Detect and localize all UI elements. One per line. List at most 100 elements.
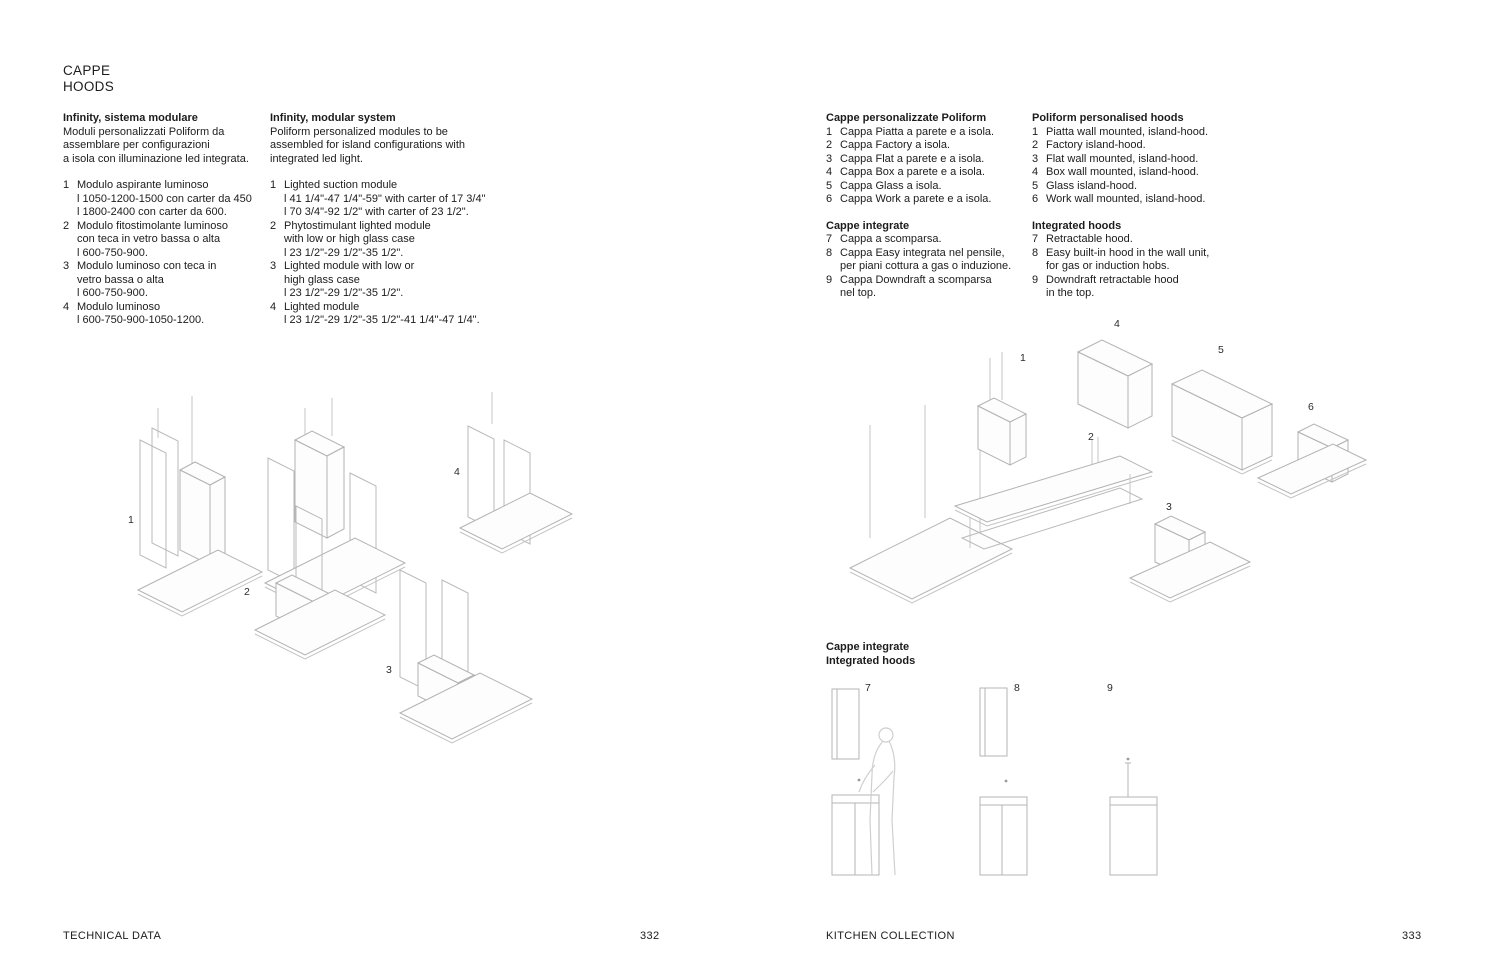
column-hoods-english: Poliform personalised hoods 1 Piatta wal… xyxy=(1032,112,1237,301)
figure-label-hood-3: 3 xyxy=(1166,501,1172,513)
item-text: Lighted module l 23 1/2"-29 1/2"-35 1/2"… xyxy=(284,300,480,327)
list-item: 1 Modulo aspirante luminoso l 1050-1200-… xyxy=(63,179,263,220)
list-item: 2 Cappa Factory a isola. xyxy=(826,139,1031,153)
list-item: 8 Easy built-in hood in the wall unit, f… xyxy=(1032,247,1237,274)
numbered-list: 1 Modulo aspirante luminoso l 1050-1200-… xyxy=(63,179,263,328)
list-item: 5 Glass island-hood. xyxy=(1032,180,1237,194)
item-number: 7 xyxy=(826,233,833,245)
item-text: Retractable hood. xyxy=(1046,233,1133,245)
item-number: 4 xyxy=(826,166,833,178)
item-text: Cappa Box a parete e a isola. xyxy=(840,166,985,178)
item-number: 6 xyxy=(1032,193,1039,205)
item-number: 8 xyxy=(826,246,833,259)
numbered-list: 7 Cappa a scomparsa. 8 Cappa Easy integr… xyxy=(826,233,1031,301)
list-item: 8 Cappa Easy integrata nel pensile, per … xyxy=(826,247,1031,274)
column-infinity-italian: Infinity, sistema modulare Moduli person… xyxy=(63,112,263,328)
item-number: 9 xyxy=(1032,273,1039,286)
list-item: 7 Retractable hood. xyxy=(1032,233,1237,247)
item-text: Glass island-hood. xyxy=(1046,179,1138,192)
item-text: Phytostimulant lighted module with low o… xyxy=(284,219,431,259)
footer-section-left: TECHNICAL DATA xyxy=(63,930,162,942)
item-number: 7 xyxy=(1032,233,1039,245)
page-title: CAPPE HOODS xyxy=(63,63,115,94)
list-item: 3 Flat wall mounted, island-hood. xyxy=(1032,153,1237,167)
list-item: 6 Work wall mounted, island-hood. xyxy=(1032,193,1237,207)
item-text: Cappa Piatta a parete e a isola. xyxy=(840,125,995,138)
item-text: Modulo luminoso con teca in vetro bassa … xyxy=(77,260,217,299)
figure-label-module-4: 4 xyxy=(454,466,460,478)
column-infinity-english: Infinity, modular system Poliform person… xyxy=(270,112,495,328)
item-number: 4 xyxy=(63,300,70,313)
integrated-figures-heading: Cappe integrate Integrated hoods xyxy=(826,641,916,667)
item-number: 1 xyxy=(1032,125,1039,138)
figure-label-hood-1: 1 xyxy=(1020,352,1026,364)
item-text: Modulo luminoso l 600-750-900-1050-1200. xyxy=(77,300,205,327)
item-number: 5 xyxy=(1032,179,1039,192)
item-text: Modulo aspirante luminoso l 1050-1200-15… xyxy=(77,179,252,218)
figure-label-hood-2: 2 xyxy=(1088,431,1094,443)
item-text: Cappa a scomparsa. xyxy=(840,233,942,245)
list-item: 1 Lighted suction module l 41 1/4"-47 1/… xyxy=(270,179,495,220)
item-number: 8 xyxy=(1032,246,1039,259)
column-heading: Infinity, modular system xyxy=(270,112,396,124)
page-number-left: 332 xyxy=(640,930,660,942)
item-number: 3 xyxy=(1032,152,1039,165)
numbered-list: 1 Cappa Piatta a parete e a isola. 2 Cap… xyxy=(826,126,1031,207)
item-text: Box wall mounted, island-hood. xyxy=(1046,166,1199,178)
list-item: 2 Modulo fitostimolante luminoso con tec… xyxy=(63,220,263,261)
item-text: Lighted suction module l 41 1/4"-47 1/4"… xyxy=(284,179,486,218)
list-item: 9 Downdraft retractable hood in the top. xyxy=(1032,274,1237,301)
item-number: 2 xyxy=(270,219,277,232)
list-item: 1 Piatta wall mounted, island-hood. xyxy=(1032,126,1237,140)
figure-label-module-3: 3 xyxy=(386,664,392,676)
column-intro: Poliform personalized modules to be asse… xyxy=(270,125,466,165)
figure-label-hood-9: 9 xyxy=(1107,682,1113,694)
list-item: 5 Cappa Glass a isola. xyxy=(826,180,1031,194)
page-number-right: 333 xyxy=(1402,930,1422,942)
figure-label-hood-7: 7 xyxy=(865,682,871,694)
footer-section-right: KITCHEN COLLECTION xyxy=(826,930,955,942)
item-text: Cappa Flat a parete e a isola. xyxy=(840,152,985,165)
personalised-hoods-drawing xyxy=(848,339,1368,604)
figure-label-hood-6: 6 xyxy=(1308,401,1314,413)
figure-label-hood-4: 4 xyxy=(1114,318,1120,330)
list-item: 4 Modulo luminoso l 600-750-900-1050-120… xyxy=(63,301,263,328)
item-number: 6 xyxy=(826,193,833,205)
column-hoods-italian: Cappe personalizzate Poliform 1 Cappa Pi… xyxy=(826,112,1031,301)
item-text: Cappa Downdraft a scomparsa nel top. xyxy=(840,273,992,300)
item-number: 4 xyxy=(270,300,277,313)
infinity-modules-drawing xyxy=(136,392,574,744)
column-intro: Moduli personalizzati Poliform da assemb… xyxy=(63,125,249,165)
list-item: 6 Cappa Work a parete e a isola. xyxy=(826,193,1031,207)
item-text: Factory island-hood. xyxy=(1046,139,1146,151)
item-number: 5 xyxy=(826,179,833,192)
figure-label-hood-8: 8 xyxy=(1014,682,1020,694)
column-subheading: Integrated hoods xyxy=(1032,219,1122,232)
list-item: 3 Modulo luminoso con teca in vetro bass… xyxy=(63,260,263,301)
figure-label-module-1: 1 xyxy=(128,514,134,526)
item-number: 1 xyxy=(270,179,277,191)
item-number: 9 xyxy=(826,273,833,286)
item-text: Cappa Glass a isola. xyxy=(840,179,942,192)
list-item: 2 Phytostimulant lighted module with low… xyxy=(270,220,495,261)
item-number: 1 xyxy=(63,179,70,191)
item-text: Cappa Easy integrata nel pensile, per pi… xyxy=(840,246,1012,273)
list-item: 3 Lighted module with low or high glass … xyxy=(270,260,495,301)
item-number: 3 xyxy=(270,260,277,272)
item-text: Lighted module with low or high glass ca… xyxy=(284,260,415,299)
item-text: Piatta wall mounted, island-hood. xyxy=(1046,125,1209,138)
item-text: Cappa Factory a isola. xyxy=(840,139,951,151)
item-number: 4 xyxy=(1032,166,1039,178)
numbered-list: 1 Piatta wall mounted, island-hood. 2 Fa… xyxy=(1032,126,1237,207)
item-text: Downdraft retractable hood in the top. xyxy=(1046,273,1179,300)
list-item: 9 Cappa Downdraft a scomparsa nel top. xyxy=(826,274,1031,301)
item-text: Flat wall mounted, island-hood. xyxy=(1046,152,1199,165)
list-item: 4 Cappa Box a parete e a isola. xyxy=(826,166,1031,180)
item-text: Easy built-in hood in the wall unit, for… xyxy=(1046,246,1210,273)
numbered-list: 7 Retractable hood. 8 Easy built-in hood… xyxy=(1032,233,1237,301)
item-number: 2 xyxy=(826,139,833,151)
list-item: 2 Factory island-hood. xyxy=(1032,139,1237,153)
column-subheading: Cappe integrate xyxy=(826,219,910,232)
column-heading: Cappe personalizzate Poliform xyxy=(826,112,987,124)
